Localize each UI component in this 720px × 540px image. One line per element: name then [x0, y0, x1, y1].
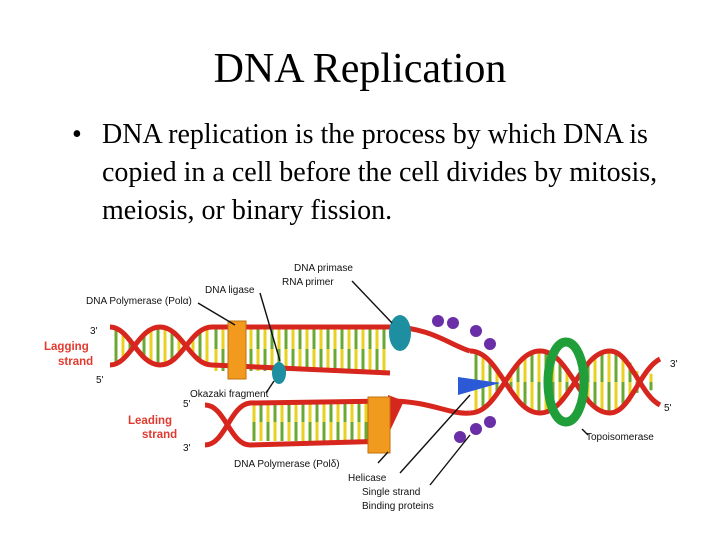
lagging-strand-label-1: Lagging: [44, 341, 89, 353]
ssb-label-2: Binding proteins: [362, 501, 434, 512]
right-helix-strand-b: [469, 348, 662, 416]
lagging-5-prime: 5': [96, 375, 104, 386]
dna-ligase-label: DNA ligase: [205, 285, 255, 296]
lagging-template-strand: [109, 324, 471, 368]
bullet-point: • DNA replication is the process by whic…: [72, 116, 708, 230]
right-helix-strand-a: [469, 348, 662, 416]
dna-replication-diagram: DNA primase RNA primer DNA ligase DNA Po…: [44, 263, 678, 512]
dna-polymerase-alpha-label: DNA Polymerase (Polα): [86, 296, 192, 307]
leading-new-strand: [204, 402, 391, 448]
leading-strand-label-1: Leading: [128, 415, 172, 427]
helicase: [458, 377, 500, 395]
okazaki-fragment-label: Okazaki fragment: [190, 389, 269, 400]
dna-polymerase-delta: [367, 396, 391, 454]
topoisomerase: [543, 337, 589, 427]
right-5-prime: 5': [664, 403, 672, 414]
bullet-text: DNA replication is the process by which …: [102, 119, 658, 226]
leading-direction-arrowhead: [388, 395, 404, 435]
leading-5-prime: 5': [183, 399, 191, 410]
ssb-label-1: Single strand: [362, 487, 420, 498]
leading-3-prime: 3': [183, 443, 191, 454]
dna-primase: [389, 315, 411, 351]
rna-primer-label: RNA primer: [282, 277, 334, 288]
topoisomerase-label: Topoisomerase: [586, 432, 654, 443]
leading-strand-label-2: strand: [142, 429, 177, 441]
pointer-lines: [197, 280, 589, 486]
dna-polymerase-alpha: [227, 320, 247, 380]
bullet-symbol: •: [72, 119, 82, 150]
lagging-strand-label-2: strand: [58, 356, 93, 368]
base-pair-rungs: [114, 327, 653, 441]
lagging-3-prime: 3': [90, 326, 98, 337]
right-3-prime: 3': [670, 359, 678, 370]
ssb-proteins-top: [432, 315, 496, 350]
lagging-new-strand: [109, 324, 391, 376]
ssb-proteins-bottom: [454, 416, 496, 443]
dna-polymerase-delta-label: DNA Polymerase (Polδ): [234, 459, 340, 470]
dna-primase-label: DNA primase: [294, 263, 353, 274]
helicase-label: Helicase: [348, 473, 387, 484]
slide-title: DNA Replication: [213, 46, 507, 92]
dna-ligase-blob: [272, 362, 286, 384]
